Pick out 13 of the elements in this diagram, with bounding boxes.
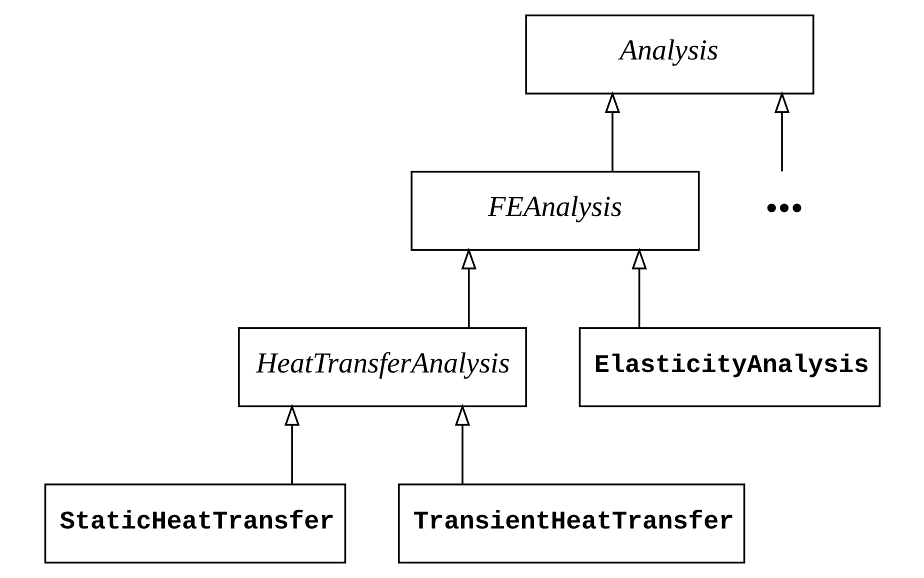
node-box: TransientHeatTransfer (397, 484, 745, 564)
arrow (631, 248, 646, 328)
node-box: HeatTransferAnalysis (237, 327, 527, 408)
arrow (460, 248, 476, 328)
node-box: FEAnalysis (410, 170, 700, 251)
node-box: Analysis (524, 14, 814, 94)
arrow (774, 91, 790, 172)
arrow (604, 91, 620, 172)
arrow (454, 404, 470, 484)
node-box: StaticHeatTransfer (44, 484, 346, 564)
node-text: ••• (764, 188, 803, 228)
node-box: ElasticityAnalysis (578, 327, 880, 408)
arrow (284, 404, 300, 484)
